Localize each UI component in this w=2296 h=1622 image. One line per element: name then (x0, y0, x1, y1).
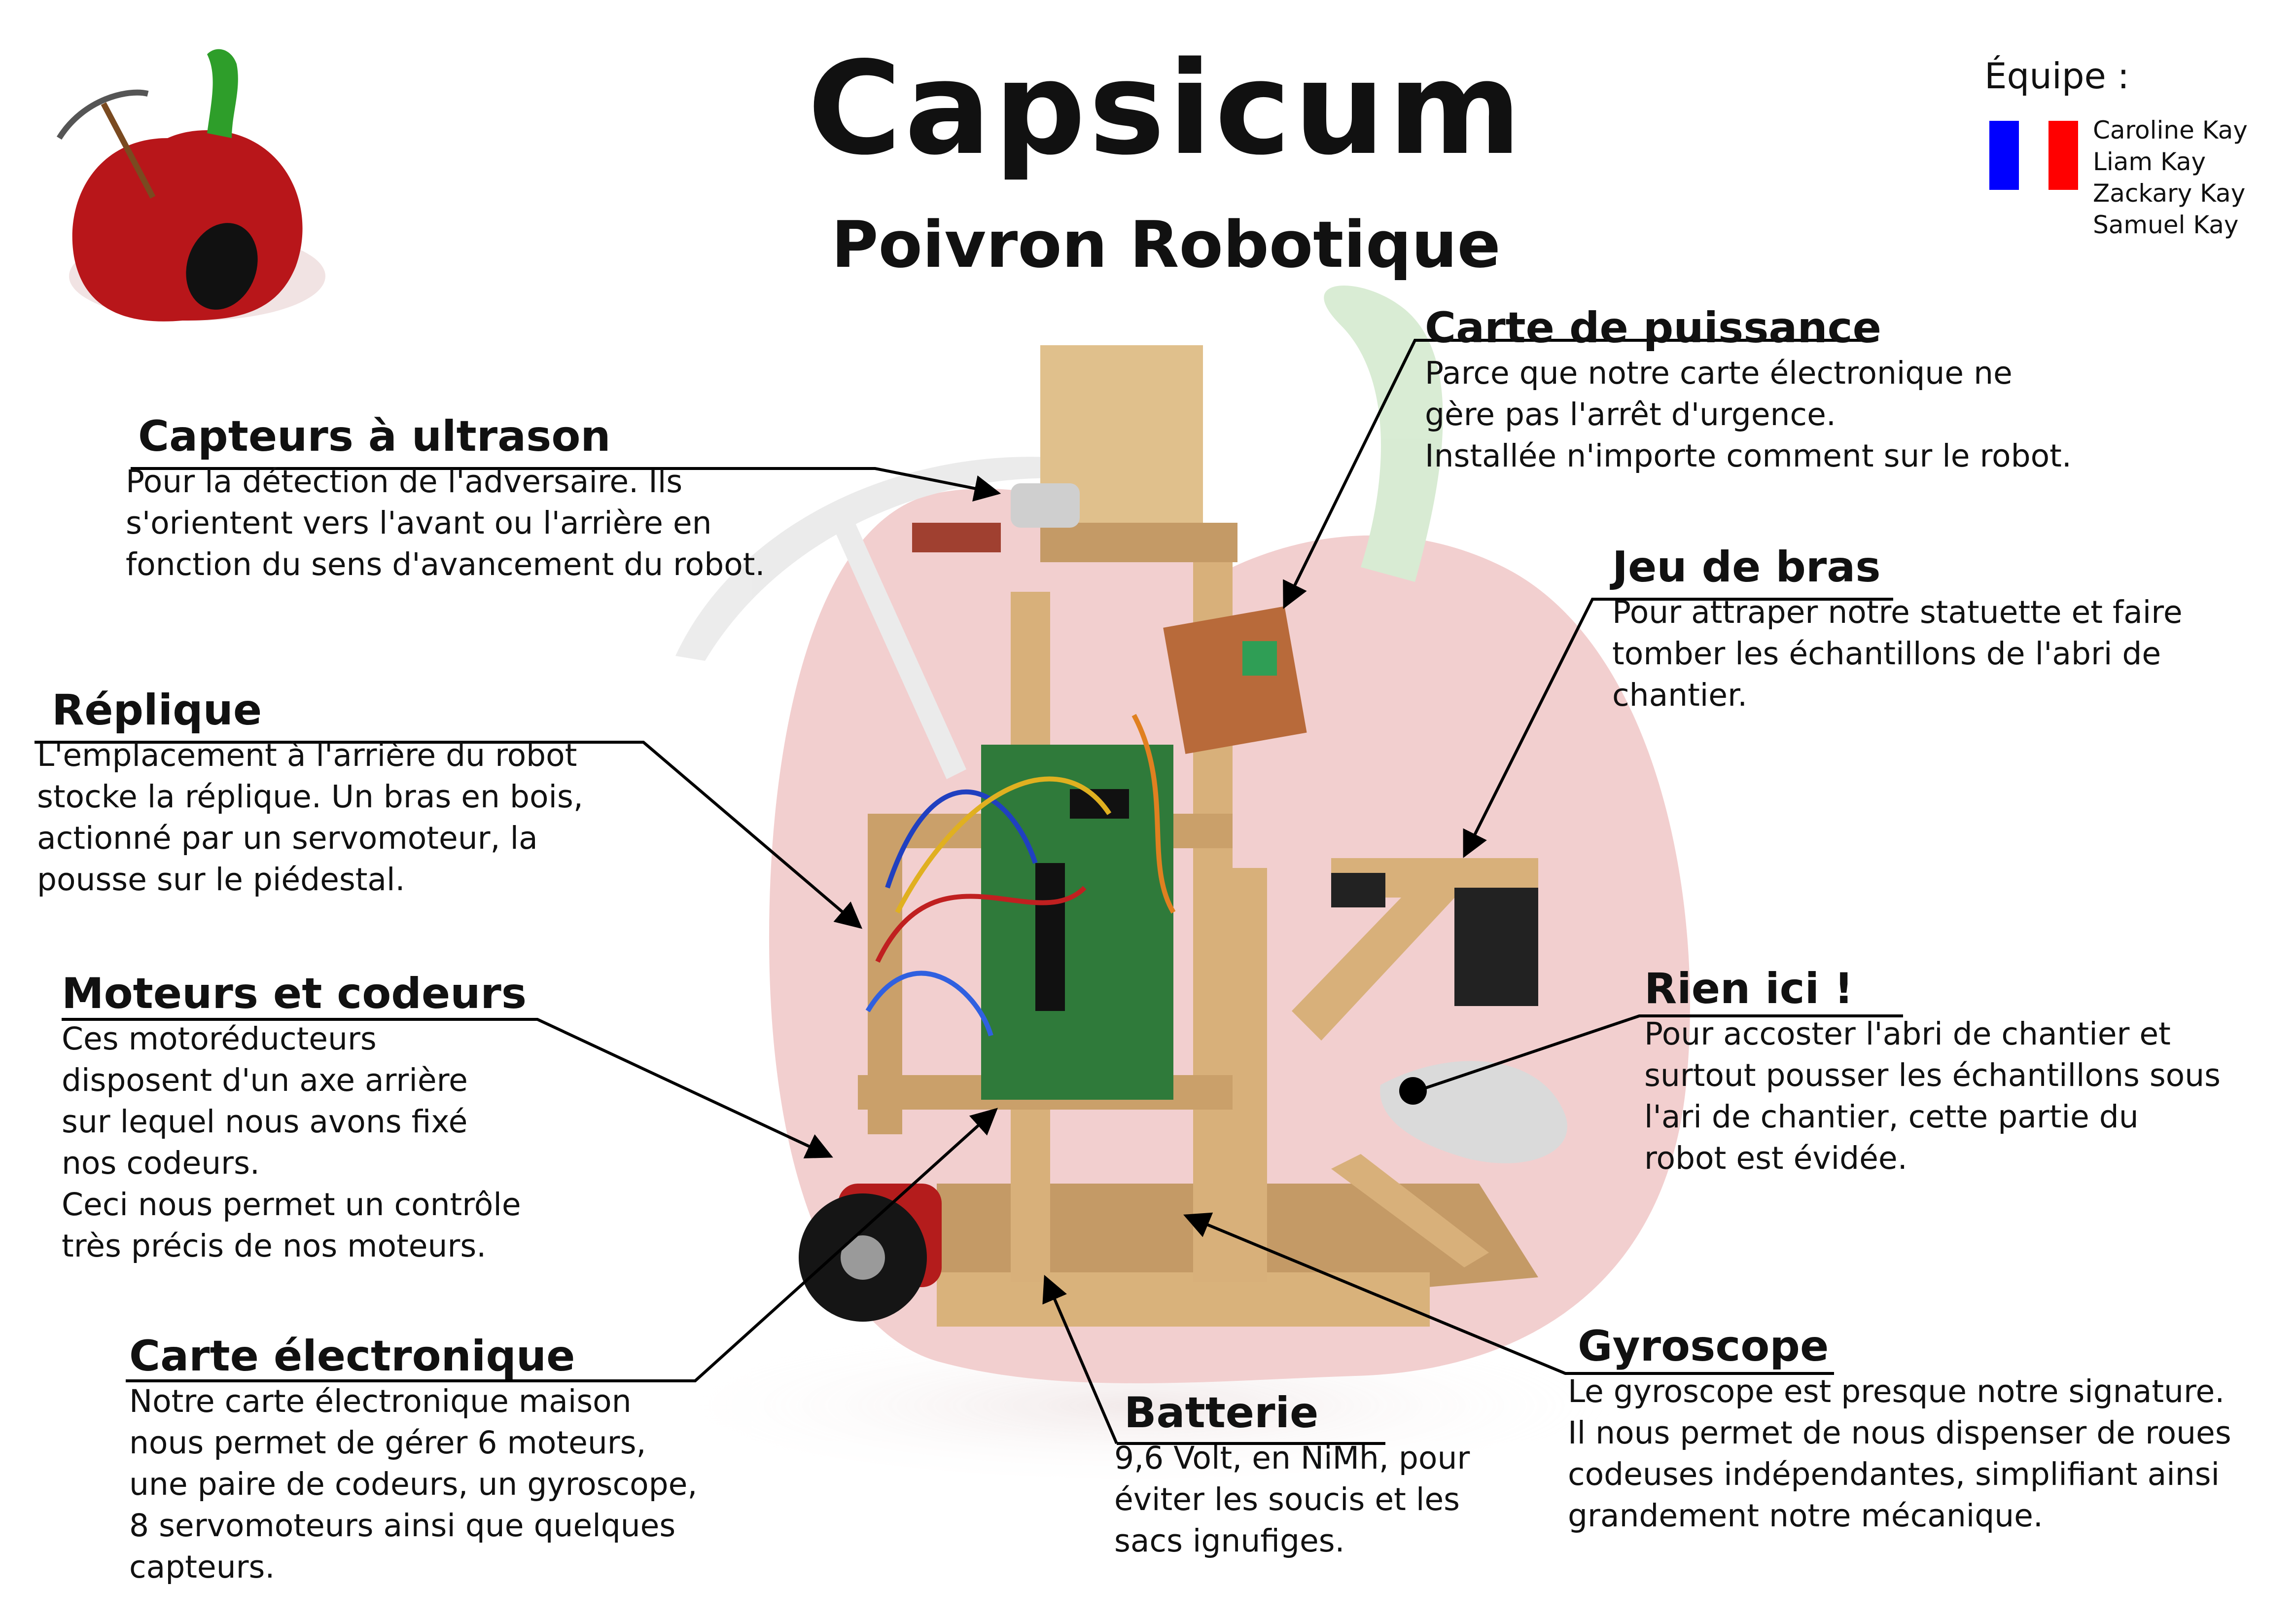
leader-lines (35, 339, 1903, 1445)
team-member: Liam Kay (2093, 147, 2206, 176)
callout-text: Le gyroscope est presque notre signature… (1568, 1373, 2231, 1534)
callout-text: 9,6 Volt, en NiMh, pour éviter les souci… (1114, 1440, 1470, 1559)
french-flag-icon (1989, 121, 2078, 190)
callout-title: Carte électronique (129, 1332, 575, 1381)
callout-text: Pour la détection de l'adversaire. Ils s… (126, 464, 765, 582)
callout-text: L'emplacement à l'arrière du robot stock… (37, 737, 583, 898)
team-heading: Équipe : (1984, 55, 2129, 97)
callout-gyroscope: Gyroscope Le gyroscope est presque notre… (1568, 1322, 2231, 1537)
team-member: Samuel Kay (2093, 211, 2239, 239)
callout-text: Pour accoster l'abri de chantier et surt… (1644, 1016, 2221, 1176)
callout-title: Réplique (52, 685, 262, 735)
callout-title: Batterie (1124, 1388, 1319, 1438)
callout-electronic-board: Carte électronique Notre carte électroni… (129, 1332, 697, 1588)
callout-title: Gyroscope (1578, 1322, 1829, 1371)
callout-text: Pour attraper notre statuette et faire t… (1612, 594, 2183, 713)
callout-replica: Réplique L'emplacement à l'arrière du ro… (37, 685, 583, 901)
page-subtitle: Poivron Robotique (831, 207, 1501, 282)
robot-photo (799, 345, 1538, 1327)
callout-title: Moteurs et codeurs (62, 969, 527, 1018)
callout-text: Parce que notre carte électronique ne gè… (1425, 355, 2072, 474)
callout-title: Rien ici ! (1644, 964, 1854, 1013)
team-member: Zackary Kay (2093, 179, 2246, 208)
team-member: Caroline Kay (2093, 116, 2248, 144)
callout-arms: Jeu de bras Pour attraper notre statuett… (1612, 542, 2183, 716)
callout-ultrasonic-sensors: Capteurs à ultrason Pour la détection de… (126, 412, 765, 585)
pepper-mascot-logo (56, 49, 325, 322)
callout-title: Capteurs à ultrason (138, 412, 611, 461)
callout-power-board: Carte de puissance Parce que notre carte… (1425, 303, 2072, 477)
page-title: Capsicum (807, 35, 1525, 183)
callout-title: Carte de puissance (1425, 303, 1881, 353)
callout-title: Jeu de bras (1612, 542, 1881, 592)
callout-text: Notre carte électronique maison nous per… (129, 1383, 698, 1585)
callout-text: Ces motoréducteurs disposent d'un axe ar… (62, 1021, 521, 1264)
callout-battery: Batterie 9,6 Volt, en NiMh, pour éviter … (1114, 1388, 1470, 1562)
team-members: Caroline Kay Liam Kay Zackary Kay Samuel… (2093, 114, 2248, 241)
callout-nothing-here: Rien ici ! Pour accoster l'abri de chant… (1644, 964, 2221, 1179)
callout-motors-encoders: Moteurs et codeurs Ces motoréducteurs di… (62, 969, 527, 1267)
